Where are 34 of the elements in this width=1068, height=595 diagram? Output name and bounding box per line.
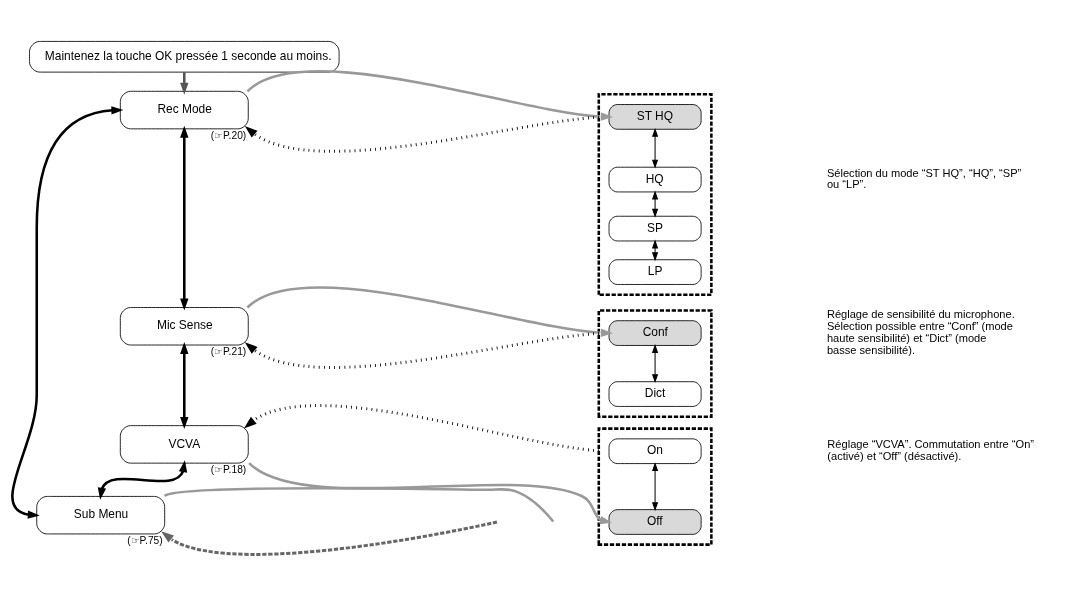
label: Réglage de sensibilité du microphone. Sélection possible entre “Conf” (mode haute sensibilité) et “Dict” (mode basse sensibilité). xyxy=(826,307,1015,356)
arrow xyxy=(248,461,612,524)
arrow xyxy=(243,403,599,452)
arrow xyxy=(651,461,659,511)
arrow xyxy=(180,71,189,95)
node-box: LP xyxy=(608,258,702,285)
node-box: HQ xyxy=(608,166,702,192)
arrow xyxy=(11,105,124,519)
node-box: ST HQ xyxy=(608,103,702,130)
node-label: (☞P.75) xyxy=(127,534,163,546)
node-box: On xyxy=(608,437,702,464)
label: Réglage “VCVA”. Commutation entre “On” (activé) et “Off” (désactivé). xyxy=(827,437,1035,462)
node-box: Off xyxy=(608,508,702,535)
node-label: (☞P.18) xyxy=(210,463,247,475)
arrow xyxy=(651,343,659,383)
arrow xyxy=(161,520,498,556)
connector xyxy=(164,486,555,522)
node-label: (☞P.21) xyxy=(210,345,247,357)
node-box: Dict xyxy=(608,380,702,407)
arrow xyxy=(244,115,599,153)
arrow xyxy=(651,239,659,261)
label: Sélection du mode “ST HQ”, “HQ”, “SP” ou “LP”. xyxy=(826,166,1022,190)
arrow xyxy=(246,285,613,337)
arrow xyxy=(244,331,599,369)
arrow xyxy=(651,127,659,169)
arrow xyxy=(180,341,189,429)
arrow xyxy=(180,125,189,311)
arrow xyxy=(651,190,659,218)
node-label: (☞P.20) xyxy=(210,129,247,141)
node-box: Maintenez la touche OK pressée 1 seconde au moins. xyxy=(29,40,340,73)
arrow xyxy=(246,69,613,121)
arrow xyxy=(97,459,188,500)
node-box: SP xyxy=(608,215,702,241)
node-box: Conf xyxy=(608,319,702,346)
